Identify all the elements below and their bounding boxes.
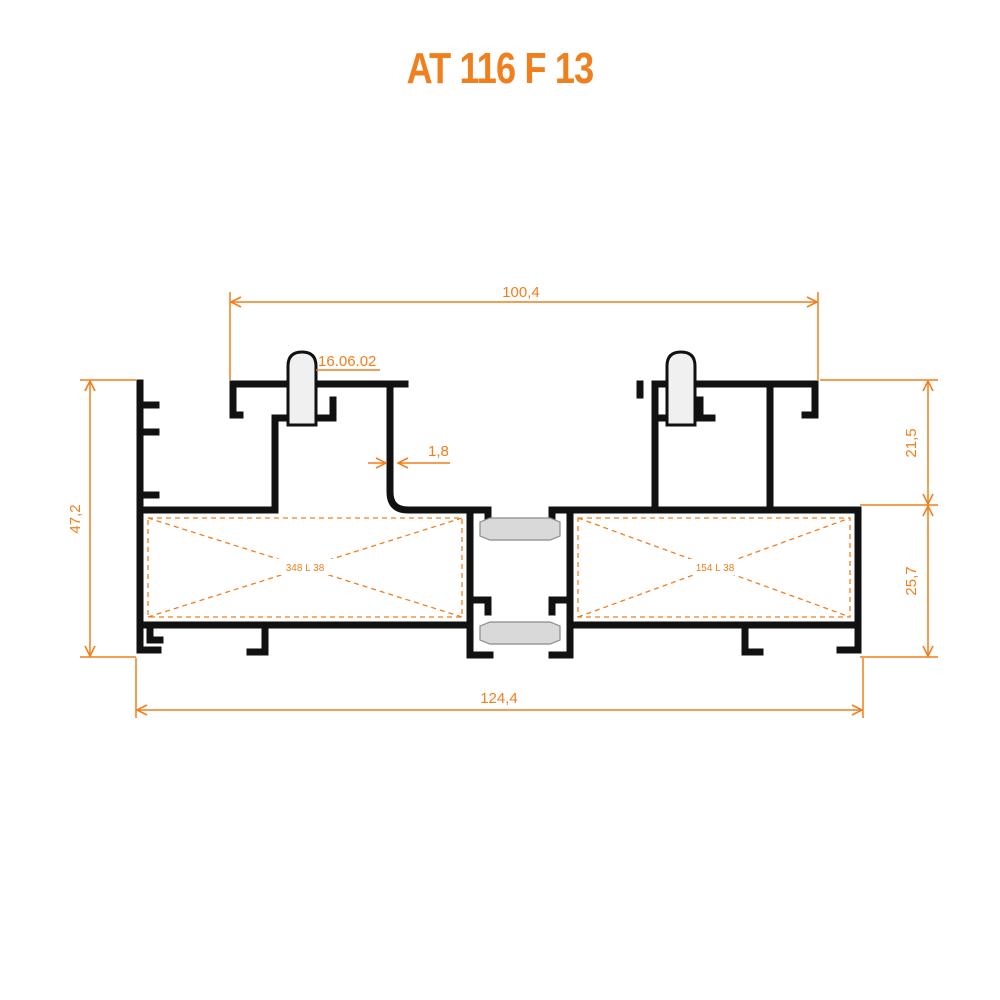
left-centre-claw-top [466, 506, 492, 524]
dimension-texts: 100,4 124,4 47,2 21,5 25,7 1,8 16.06.02 [67, 284, 920, 707]
right-bottom-hook [741, 621, 764, 656]
insert-left-label-bg [275, 559, 335, 575]
dim-bottom-value: 124,4 [480, 690, 518, 707]
insert-left-outline [147, 517, 463, 618]
right-upper-chamber [651, 380, 819, 514]
gasket-code-label: 16.06.02 [318, 353, 376, 370]
dim-left-value: 47,2 [67, 504, 84, 533]
insert-left-label: 348 L 38 [286, 563, 325, 574]
left-bottom-lip [146, 621, 164, 644]
gasket-right [665, 350, 697, 427]
left-gasket-groove-wall [316, 396, 337, 422]
insert-right-label: 154 L 38 [696, 563, 735, 574]
dim-right-upper-value: 21,5 [903, 428, 920, 457]
left-vertical-web [386, 380, 474, 514]
right-centre-claw-mid [548, 596, 574, 616]
dim-right-lower-value: 25,7 [903, 566, 920, 595]
insert-right-outline [577, 517, 851, 618]
page-title: AT 116 F 13 [406, 44, 595, 93]
gasket-left [286, 350, 318, 427]
right-centre-wall [548, 506, 574, 659]
thermal-break-lower [479, 621, 561, 645]
dim-top-value: 100,4 [502, 284, 540, 301]
left-bottom-hook [246, 621, 269, 656]
left-profile-section [136, 379, 494, 659]
insert-right-label-bg [685, 559, 745, 575]
right-middle-wall [566, 506, 862, 654]
left-centre-claw-mid [466, 596, 492, 616]
right-centre-claw-top [548, 506, 574, 524]
right-profile-section [548, 380, 862, 659]
left-outer-wall [136, 379, 162, 654]
gaskets [286, 350, 697, 427]
thermal-break-strips [479, 517, 561, 645]
dim-wall-value: 1,8 [428, 443, 449, 460]
thermal-break-upper [479, 517, 561, 541]
left-centre-wall [466, 506, 494, 659]
dimension-lines [80, 292, 938, 718]
left-upper-chamber [229, 380, 409, 514]
